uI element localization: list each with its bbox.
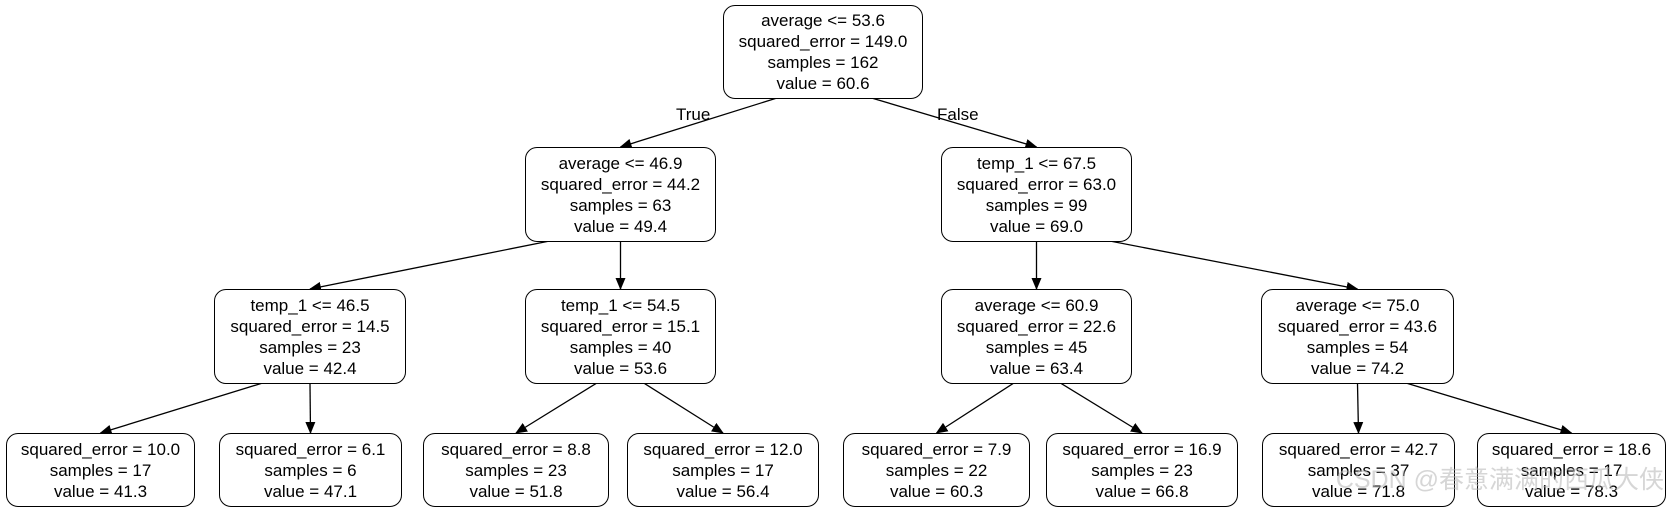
node-text-line: squared_error = 6.1 bbox=[235, 439, 386, 459]
node-text-line: average <= 53.6 bbox=[761, 11, 885, 30]
node-text-line: value = 71.8 bbox=[1311, 481, 1406, 501]
node-text-line: samples = 23 bbox=[259, 337, 361, 357]
node-text-line: samples = 99 bbox=[985, 195, 1088, 215]
edge-label-true: True bbox=[676, 105, 711, 124]
node-text-line: samples = 63 bbox=[569, 195, 672, 215]
edge-label-false: False bbox=[937, 105, 979, 124]
node-text-line: value = 78.3 bbox=[1524, 481, 1619, 501]
node-text-line: value = 53.6 bbox=[573, 358, 668, 378]
node-text-line: squared_error = 15.1 bbox=[540, 316, 701, 336]
node-text-line: samples = 23 bbox=[1091, 460, 1193, 480]
node-text-line: value = 74.2 bbox=[1310, 358, 1405, 378]
node-text-line: temp_1 <= 46.5 bbox=[250, 295, 370, 315]
node-text-line: average <= 46.9 bbox=[558, 153, 683, 173]
tree-edge-n4-n10 bbox=[638, 379, 724, 434]
tree-edge-n4-n9 bbox=[515, 379, 603, 434]
node-text-line: samples = 22 bbox=[885, 460, 988, 480]
tree-edge-n2-n6 bbox=[1094, 237, 1359, 292]
csdn-watermark: CSDN @春意满满的西瓜大侠 bbox=[1335, 466, 1664, 494]
node-text-line: squared_error = 63.0 bbox=[956, 174, 1117, 194]
node-text-line: value = 69.0 bbox=[989, 216, 1084, 236]
node-text-line: value = 51.8 bbox=[469, 481, 563, 501]
node-text-line: value = 41.3 bbox=[53, 481, 148, 501]
tree-edge-n5-n12 bbox=[1055, 379, 1143, 434]
node-text-line: samples = 162 bbox=[767, 53, 879, 72]
node-text-line: squared_error = 149.0 bbox=[738, 32, 908, 51]
node-text-line: value = 42.4 bbox=[263, 358, 357, 378]
node-text-line: samples = 17 bbox=[49, 460, 152, 480]
tree-edge-n0-n1 bbox=[619, 94, 787, 149]
tree-edge-n5-n11 bbox=[935, 379, 1019, 434]
tree-edge-n6-n13 bbox=[1353, 383, 1364, 434]
node-text-line: temp_1 <= 54.5 bbox=[560, 295, 681, 315]
node-text-line: squared_error = 16.9 bbox=[1062, 439, 1222, 459]
node-text-line: squared_error = 8.8 bbox=[441, 439, 591, 459]
tree-node-n0: average <= 53.6 squared_error = 149.0 samp… bbox=[723, 5, 923, 99]
node-text-line: samples = 17 bbox=[1520, 460, 1623, 480]
node-text-line: samples = 45 bbox=[985, 337, 1088, 357]
node-text-line: squared_error = 10.0 bbox=[20, 439, 181, 459]
node-text-line: squared_error = 14.5 bbox=[230, 316, 390, 336]
node-text-line: samples = 54 bbox=[1306, 337, 1409, 357]
tree-edge-n3-n8 bbox=[305, 383, 316, 434]
node-text-line: value = 60.3 bbox=[889, 481, 984, 501]
node-text-line: squared_error = 22.6 bbox=[956, 316, 1117, 336]
node-text-line: squared_error = 7.9 bbox=[861, 439, 1012, 459]
node-text-line: squared_error = 12.0 bbox=[643, 439, 803, 459]
tree-edge-n6-n14 bbox=[1395, 379, 1573, 435]
node-text-line: temp_1 <= 67.5 bbox=[976, 153, 1097, 173]
node-text-line: samples = 6 bbox=[264, 460, 357, 480]
node-text-line: samples = 37 bbox=[1307, 460, 1410, 480]
tree-edge-n1-n3 bbox=[309, 237, 565, 292]
node-text-line: value = 56.4 bbox=[676, 481, 770, 501]
node-text-line: average <= 60.9 bbox=[974, 295, 1099, 315]
tree-edge-n3-n7 bbox=[99, 379, 273, 435]
node-text-line: value = 47.1 bbox=[263, 481, 358, 501]
node-text-line: value = 49.4 bbox=[573, 216, 668, 236]
node-text-line: squared_error = 43.6 bbox=[1277, 316, 1438, 336]
node-text-line: value = 60.6 bbox=[776, 74, 870, 93]
node-text-line: value = 63.4 bbox=[989, 358, 1084, 378]
node-text-line: average <= 75.0 bbox=[1295, 295, 1420, 315]
node-text-line: value = 66.8 bbox=[1095, 481, 1189, 501]
node-text-line: samples = 40 bbox=[569, 337, 672, 357]
tree-edge-n0-n2 bbox=[861, 94, 1038, 149]
node-text-line: squared_error = 44.2 bbox=[540, 174, 701, 194]
node-text-line: squared_error = 42.7 bbox=[1278, 439, 1439, 459]
node-text-line: samples = 17 bbox=[672, 460, 774, 480]
node-text-line: samples = 23 bbox=[465, 460, 567, 480]
node-text-line: squared_error = 18.6 bbox=[1491, 439, 1652, 459]
